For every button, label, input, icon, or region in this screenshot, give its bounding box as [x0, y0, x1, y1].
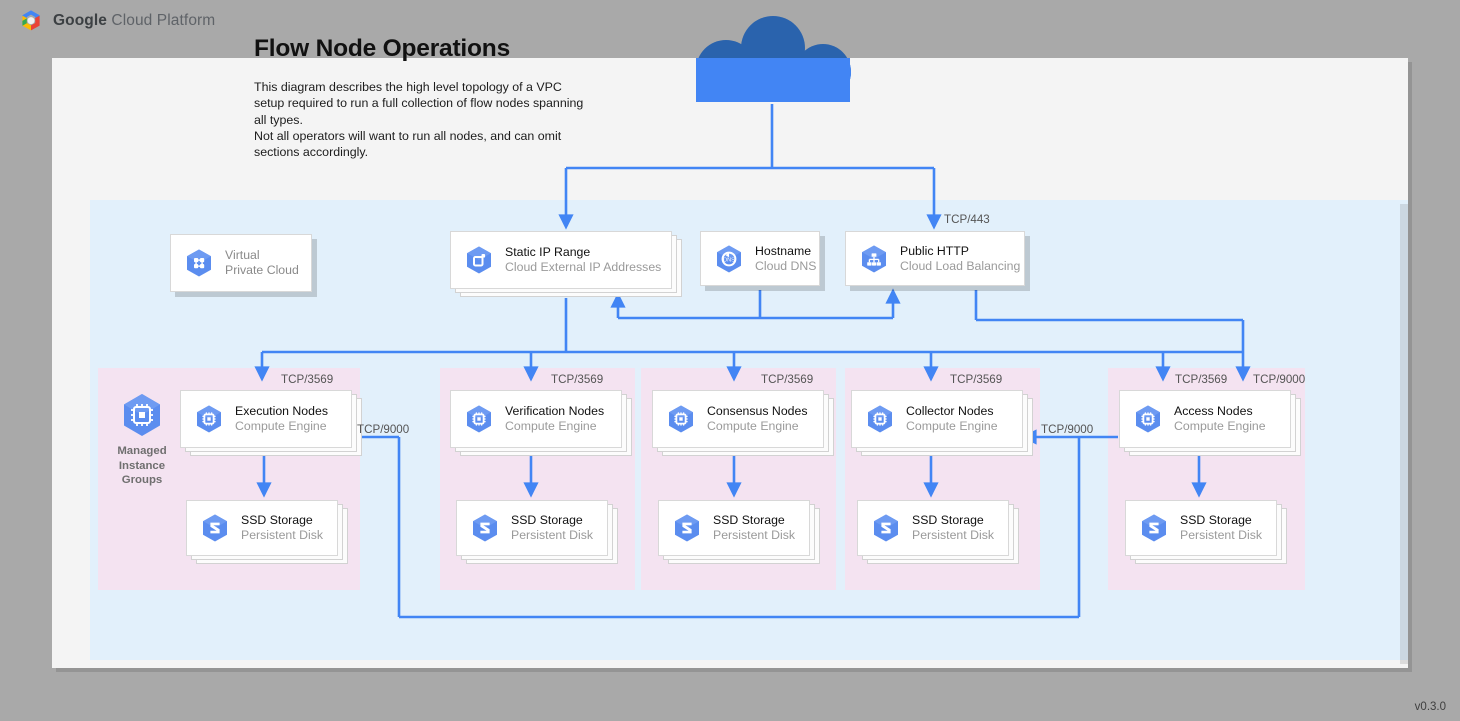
- node-card-labels: Collector Nodes Compute Engine: [906, 404, 998, 434]
- static-ip-range-icon: [467, 246, 491, 274]
- node-subtitle: Cloud External IP Addresses: [505, 260, 662, 274]
- node-title: Virtual: [225, 248, 260, 262]
- port-label-acc-3569: TCP/3569: [1175, 373, 1228, 386]
- page-title: Flow Node Operations: [254, 35, 510, 62]
- node-card-collector-ssd-storage[interactable]: SSD Storage Persistent Disk: [857, 500, 1009, 556]
- node-title: SSD Storage: [912, 513, 984, 527]
- brand-google: Google: [53, 12, 107, 29]
- compute-engine-icon: [868, 405, 892, 433]
- port-label-coll-3569: TCP/3569: [950, 373, 1003, 386]
- node-title: Hostname: [755, 243, 812, 258]
- node-title: SSD Storage: [1180, 513, 1252, 527]
- node-title: Collector Nodes: [906, 404, 994, 418]
- node-subtitle: Persistent Disk: [511, 528, 594, 542]
- port-label-exec-3569: TCP/3569: [281, 373, 334, 386]
- node-card-consensus-ssd-storage[interactable]: SSD Storage Persistent Disk: [658, 500, 810, 556]
- version-label: v0.3.0: [1414, 701, 1446, 713]
- node-subtitle: Cloud Load Balancing: [900, 258, 1021, 273]
- node-card-access-ssd-storage[interactable]: SSD Storage Persistent Disk: [1125, 500, 1277, 556]
- node-subtitle: Compute Engine: [906, 419, 998, 433]
- node-title: Public HTTP: [900, 243, 970, 258]
- node-card-collector-nodes[interactable]: Collector Nodes Compute Engine: [851, 390, 1023, 448]
- title-block: Flow Node Operations This diagram descri…: [254, 35, 584, 161]
- node-title: SSD Storage: [511, 513, 583, 527]
- node-subtitle: Persistent Disk: [912, 528, 995, 542]
- persistent-disk-icon: [1142, 514, 1166, 542]
- node-title: Verification Nodes: [505, 404, 605, 418]
- node-subtitle: Compute Engine: [505, 419, 597, 433]
- node-card-labels: SSD Storage Persistent Disk: [241, 513, 323, 543]
- brand-suffix: Cloud Platform: [107, 12, 216, 29]
- vpc-panel-shadow: [1400, 204, 1408, 664]
- node-card-labels: Virtual Private Cloud: [225, 248, 299, 278]
- compute-engine-icon: [1136, 405, 1160, 433]
- node-card-consensus-nodes[interactable]: Consensus Nodes Compute Engine: [652, 390, 824, 448]
- node-card-verification-ssd-storage[interactable]: SSD Storage Persistent Disk: [456, 500, 608, 556]
- brand-bar: Google Cloud Platform: [18, 8, 215, 34]
- managed-instance-groups-icon: [124, 394, 160, 436]
- port-label-exec-9000: TCP/9000: [357, 423, 410, 436]
- node-card-verification-nodes[interactable]: Verification Nodes Compute Engine: [450, 390, 622, 448]
- node-subtitle: Compute Engine: [235, 419, 327, 433]
- node-card-labels: SSD Storage Persistent Disk: [713, 513, 795, 543]
- node-card-virtual-private-cloud[interactable]: Virtual Private Cloud: [170, 234, 312, 292]
- port-label-acc-9000: TCP/9000: [1253, 373, 1306, 386]
- managed-instance-groups-badge: Managed Instance Groups: [112, 392, 172, 488]
- node-subtitle: Persistent Disk: [241, 528, 324, 542]
- node-card-labels: SSD Storage Persistent Disk: [912, 513, 994, 543]
- node-card-labels: Execution Nodes Compute Engine: [235, 404, 328, 434]
- port-label-cons-3569: TCP/3569: [761, 373, 814, 386]
- node-title: Consensus Nodes: [707, 404, 808, 418]
- node-card-labels: Access Nodes Compute Engine: [1174, 404, 1266, 434]
- brand-label: Google Cloud Platform: [53, 12, 215, 30]
- svg-text:DNS: DNS: [723, 257, 735, 263]
- google-cloud-hexagon-logo-icon: [22, 10, 40, 31]
- page-description: This diagram describes the high level to…: [254, 79, 584, 160]
- node-title: SSD Storage: [713, 513, 785, 527]
- managed-instance-groups-label: Managed Instance Groups: [117, 445, 167, 487]
- port-label-coll-9000: TCP/9000: [1041, 423, 1094, 436]
- node-subtitle: Persistent Disk: [1180, 528, 1263, 542]
- compute-engine-icon: [669, 405, 693, 433]
- persistent-disk-icon: [874, 514, 898, 542]
- port-label-verif-3569: TCP/3569: [551, 373, 604, 386]
- node-card-execution-ssd-storage[interactable]: SSD Storage Persistent Disk: [186, 500, 338, 556]
- node-card-access-nodes[interactable]: Access Nodes Compute Engine: [1119, 390, 1291, 448]
- compute-engine-icon: [467, 405, 491, 433]
- persistent-disk-icon: [473, 514, 497, 542]
- node-subtitle: Cloud DNS: [755, 258, 817, 273]
- node-subtitle: Compute Engine: [1174, 419, 1266, 433]
- node-title2: Private Cloud: [225, 263, 299, 277]
- node-card-labels: Static IP Range Cloud External IP Addres…: [505, 245, 661, 275]
- internet-cloud-icon: [696, 16, 851, 102]
- node-card-labels: SSD Storage Persistent Disk: [511, 513, 593, 543]
- node-title: Execution Nodes: [235, 404, 328, 418]
- node-title: Static IP Range: [505, 245, 591, 259]
- node-subtitle: Persistent Disk: [713, 528, 796, 542]
- node-card-labels: Consensus Nodes Compute Engine: [707, 404, 807, 434]
- cloud-load-balancing-icon: [862, 245, 886, 272]
- virtual-private-cloud-icon: [187, 249, 211, 277]
- persistent-disk-icon: [675, 514, 699, 542]
- node-card-labels: Verification Nodes Compute Engine: [505, 404, 604, 434]
- node-title: SSD Storage: [241, 513, 313, 527]
- persistent-disk-icon: [203, 514, 227, 542]
- cloud-dns-icon: DNS: [717, 245, 741, 272]
- compute-engine-icon: [197, 405, 221, 433]
- node-card-execution-nodes[interactable]: Execution Nodes Compute Engine: [180, 390, 352, 448]
- node-title: Access Nodes: [1174, 404, 1253, 418]
- node-card-hostname[interactable]: DNS Hostname Cloud DNS: [700, 231, 820, 286]
- node-card-public-http[interactable]: Public HTTP Cloud Load Balancing: [845, 231, 1025, 286]
- node-subtitle: Compute Engine: [707, 419, 799, 433]
- node-card-static-ip-range[interactable]: Static IP Range Cloud External IP Addres…: [450, 231, 672, 289]
- node-card-labels: Public HTTP Cloud Load Balancing: [900, 244, 1020, 274]
- node-card-labels: SSD Storage Persistent Disk: [1180, 513, 1262, 543]
- node-card-labels: Hostname Cloud DNS: [755, 244, 817, 274]
- port-label-https: TCP/443: [944, 213, 990, 226]
